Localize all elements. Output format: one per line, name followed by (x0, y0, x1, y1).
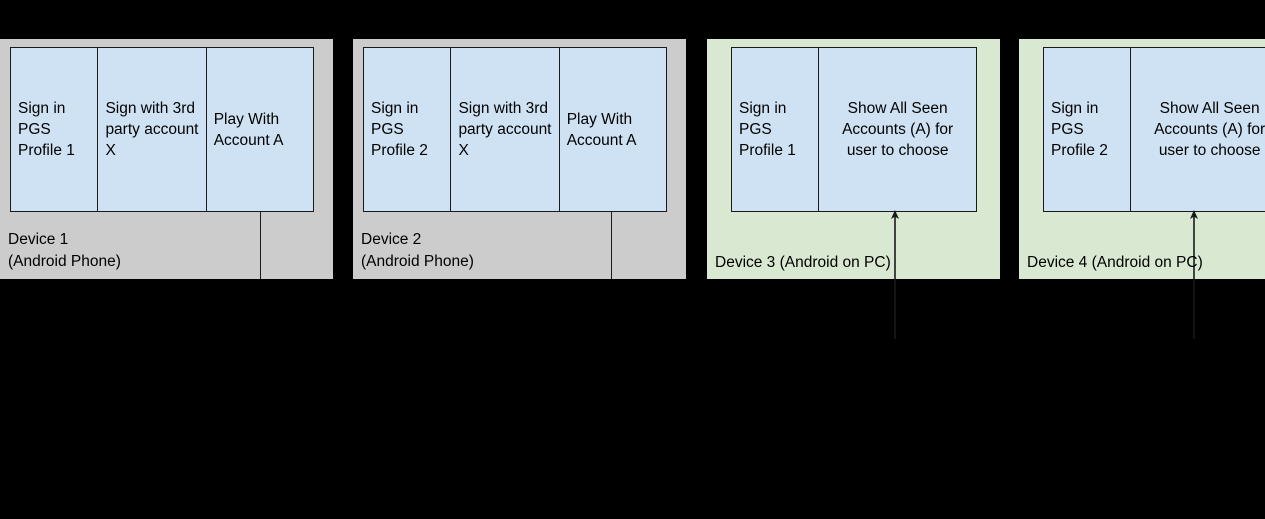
device-caption: Device 3 (Android on PC) (715, 254, 891, 271)
device-panel-1[interactable]: Sign in PGS Profile 1 Sign with 3rd part… (0, 39, 333, 279)
step-box-sign-in-pgs-profile[interactable]: Sign in PGS Profile 1 (11, 48, 98, 211)
step-box-show-all-seen-accounts[interactable]: Show All Seen Accounts (A) for user to c… (1130, 48, 1265, 211)
device-caption: Device 2 (Android Phone) (361, 231, 474, 270)
step-box-sign-in-pgs-profile[interactable]: Sign in PGS Profile 2 (1044, 48, 1131, 211)
device-panel-3[interactable]: Sign in PGS Profile 1 Show All Seen Acco… (707, 39, 1000, 339)
step-box-sign-with-3rd-party[interactable]: Sign with 3rd party account X (97, 48, 206, 211)
step-row-device-1: Sign in PGS Profile 1 Sign with 3rd part… (10, 47, 314, 212)
device-panel-4[interactable]: Sign in PGS Profile 2 Show All Seen Acco… (1019, 39, 1265, 339)
step-label: Sign in PGS Profile 2 (1051, 100, 1108, 159)
step-box-sign-in-pgs-profile[interactable]: Sign in PGS Profile 1 (732, 48, 819, 211)
step-label: Sign with 3rd party account X (105, 100, 199, 159)
device-caption: Device 1 (Android Phone) (8, 231, 121, 270)
panel-divider-line (260, 211, 261, 279)
device-panel-2[interactable]: Sign in PGS Profile 2 Sign with 3rd part… (353, 39, 686, 279)
step-label: Show All Seen Accounts (A) for user to c… (842, 100, 954, 159)
step-box-show-all-seen-accounts[interactable]: Show All Seen Accounts (A) for user to c… (818, 48, 976, 211)
step-row-device-4: Sign in PGS Profile 2 Show All Seen Acco… (1043, 47, 1265, 212)
up-arrow-icon (1190, 210, 1198, 339)
step-label: Sign in PGS Profile 2 (371, 100, 428, 159)
step-label: Sign with 3rd party account X (458, 100, 552, 159)
step-label: Show All Seen Accounts (A) for user to c… (1154, 100, 1265, 159)
up-arrow-icon (891, 210, 899, 339)
panel-divider-line (611, 211, 612, 279)
step-box-play-with-account[interactable]: Play With Account A (205, 48, 313, 211)
step-row-device-3: Sign in PGS Profile 1 Show All Seen Acco… (731, 47, 977, 212)
step-box-play-with-account[interactable]: Play With Account A (558, 48, 666, 211)
step-label: Sign in PGS Profile 1 (739, 100, 796, 159)
step-label: Play With Account A (213, 110, 284, 149)
step-box-sign-in-pgs-profile[interactable]: Sign in PGS Profile 2 (364, 48, 451, 211)
step-box-sign-with-3rd-party[interactable]: Sign with 3rd party account X (450, 48, 559, 211)
step-row-device-2: Sign in PGS Profile 2 Sign with 3rd part… (363, 47, 667, 212)
step-label: Play With Account A (566, 110, 637, 149)
step-label: Sign in PGS Profile 1 (18, 100, 75, 159)
device-caption: Device 4 (Android on PC) (1027, 254, 1203, 271)
